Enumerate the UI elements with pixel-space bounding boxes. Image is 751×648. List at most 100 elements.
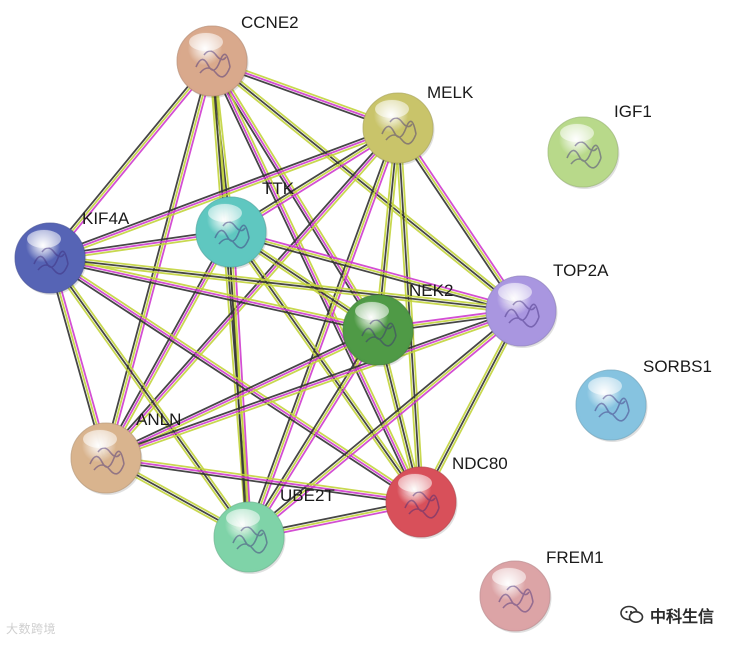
watermark-right: 中科生信 (620, 603, 714, 627)
edge-strand (105, 60, 213, 459)
node-frem1[interactable] (479, 560, 552, 633)
edge-kif4a-nek2 (48, 254, 380, 334)
node-ttk[interactable] (195, 196, 268, 269)
node-rim (547, 116, 619, 188)
node-rim (176, 25, 248, 97)
edge-strand (209, 61, 521, 314)
edge-strand (248, 310, 522, 538)
edge-strand (211, 60, 522, 312)
watermark-right-text: 中科生信 (650, 607, 715, 626)
protein-structure-icon (381, 117, 417, 145)
edge-ccne2-anln (102, 59, 216, 460)
edge-anln-ndc80 (104, 454, 423, 506)
node-label-melk: MELK (427, 83, 474, 102)
protein-structure-icon (195, 50, 231, 78)
edge-strand (48, 259, 522, 315)
edge-strand (105, 231, 232, 459)
node-kif4a[interactable] (14, 222, 87, 295)
node-sorbs1[interactable] (575, 369, 648, 442)
edge-strand (107, 60, 216, 460)
edge-strand (248, 329, 379, 538)
edge-strand (50, 255, 424, 501)
edge-strand (245, 126, 397, 538)
node-nek2[interactable] (342, 294, 415, 367)
edge-kif4a-top2a (48, 254, 523, 315)
protein-structure-icon (89, 447, 125, 475)
node-highlight (560, 124, 594, 142)
node-rim (362, 92, 434, 164)
node-rim (213, 501, 285, 573)
node-anln[interactable] (70, 422, 143, 495)
node-label-top2a: TOP2A (553, 261, 609, 280)
edge-strand (47, 58, 212, 258)
node-label-sorbs1: SORBS1 (643, 357, 712, 376)
edge-strand (47, 259, 421, 505)
node-highlight (27, 230, 61, 248)
edge-strand (107, 232, 235, 461)
edge-strand (49, 257, 422, 503)
node-layer: CCNE2MELKIGF1TTKKIF4ANEK2TOP2ASORBS1ANLN… (14, 13, 712, 633)
edge-strand (230, 231, 522, 312)
edge-strand (105, 127, 399, 459)
protein-structure-icon (33, 247, 69, 275)
node-rim (385, 466, 457, 538)
edge-strand (213, 59, 425, 502)
edge-strand (211, 60, 250, 538)
watermark-left: 大数跨境 (6, 620, 56, 637)
edge-melk-kif4a (48, 124, 400, 262)
edge-ccne2-top2a (209, 58, 524, 314)
node-rim (14, 222, 86, 294)
edge-strand (48, 259, 379, 334)
edge-strand (104, 459, 422, 506)
edge-strand (49, 129, 400, 262)
edge-ttk-ndc80 (228, 229, 424, 505)
edge-strand (232, 229, 424, 502)
edge-strand (417, 308, 520, 502)
node-top2a[interactable] (485, 275, 558, 348)
edge-strand (399, 125, 524, 311)
edge-strand (104, 326, 378, 457)
node-label-nek2: NEK2 (409, 281, 453, 300)
edge-strand (49, 257, 522, 312)
edge-strand (105, 454, 423, 501)
node-ndc80[interactable] (385, 466, 458, 539)
edge-strand (104, 307, 522, 457)
node-highlight (498, 283, 532, 301)
node-label-ttk: TTK (262, 179, 295, 198)
edge-top2a-ndc80 (417, 308, 525, 505)
edge-top2a-ube2t (246, 308, 524, 540)
node-ccne2[interactable] (176, 25, 249, 98)
node-highlight (189, 33, 223, 51)
node-label-ube2t: UBE2T (280, 486, 335, 505)
edge-kif4a-ndc80 (47, 255, 424, 505)
protein-structure-icon (504, 300, 540, 328)
node-label-anln: ANLN (136, 410, 181, 429)
edge-strand (49, 254, 523, 310)
edge-ttk-anln (102, 229, 235, 461)
edge-strand (422, 311, 525, 505)
edge-strand (48, 124, 399, 257)
node-igf1[interactable] (547, 116, 620, 189)
edge-strand (230, 228, 523, 310)
edge-strand (47, 258, 248, 540)
edge-strand (105, 312, 523, 462)
edge-ccne2-kif4a (47, 58, 215, 261)
protein-structure-icon (594, 394, 630, 422)
node-melk[interactable] (362, 92, 435, 165)
edge-strand (212, 58, 524, 311)
edge-strand (102, 229, 230, 458)
edge-strand (105, 310, 522, 459)
watermark-left-text: 大数跨境 (6, 622, 57, 636)
edge-strand (246, 327, 377, 537)
edge-strand (250, 127, 402, 539)
node-ube2t[interactable] (213, 501, 286, 574)
edge-melk-top2a (395, 125, 524, 314)
protein-structure-icon (214, 221, 250, 249)
edge-strand (49, 127, 399, 259)
edge-strand (229, 233, 522, 315)
node-highlight (208, 204, 242, 222)
edge-top2a-anln (104, 307, 523, 462)
edge-strand (230, 231, 250, 538)
edge-strand (49, 254, 380, 329)
